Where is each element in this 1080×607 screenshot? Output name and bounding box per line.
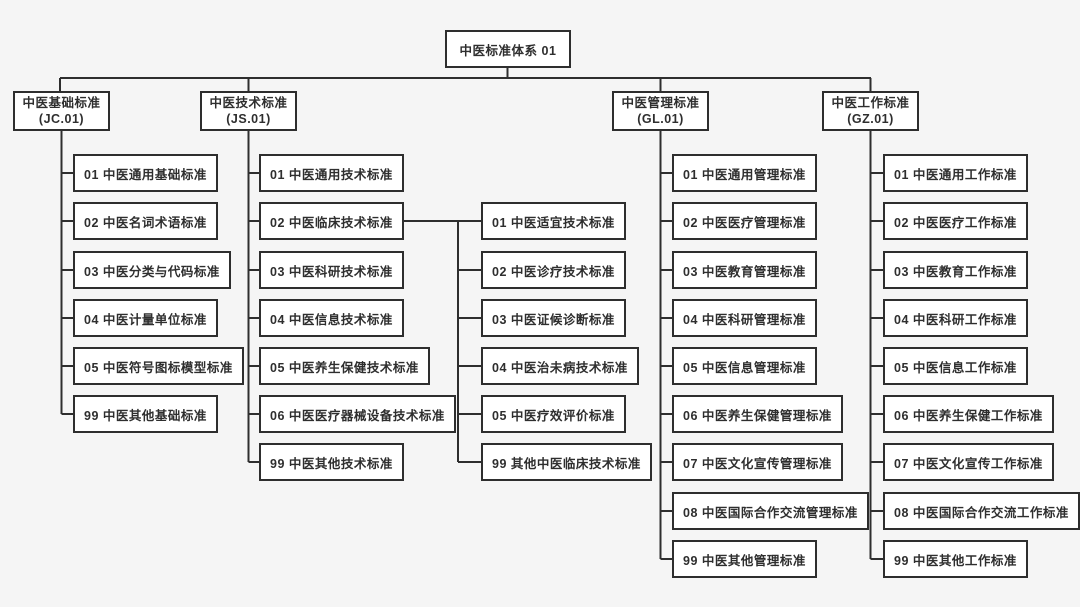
node-branch-js: 中医技术标准 (JS.01) — [200, 91, 297, 131]
node-gz-03: 03 中医教育工作标准 — [883, 251, 1028, 289]
node-jc-99: 99 中医其他基础标准 — [73, 395, 218, 433]
node-js-02: 02 中医临床技术标准 — [259, 202, 404, 240]
node-clinical-99: 99 其他中医临床技术标准 — [481, 443, 652, 481]
node-branch-jc: 中医基础标准 (JC.01) — [13, 91, 110, 131]
connector-gl-spine — [659, 129, 679, 560]
node-js-04: 04 中医信息技术标准 — [259, 299, 404, 337]
node-js-99: 99 中医其他技术标准 — [259, 443, 404, 481]
node-gz-07: 07 中医文化宣传工作标准 — [883, 443, 1054, 481]
node-jc-04: 04 中医计量单位标准 — [73, 299, 218, 337]
branch-name: 中医管理标准 — [621, 96, 700, 110]
node-gl-07: 07 中医文化宣传管理标准 — [672, 443, 843, 481]
node-gl-02: 02 中医医疗管理标准 — [672, 202, 817, 240]
branch-code: (GL.01) — [637, 112, 684, 126]
node-jc-02: 02 中医名词术语标准 — [73, 202, 218, 240]
branch-name: 中医技术标准 — [209, 96, 288, 110]
connector-gz-spine — [869, 129, 890, 560]
node-branch-gz: 中医工作标准 (GZ.01) — [822, 91, 919, 131]
node-js-06: 06 中医医疗器械设备技术标准 — [259, 395, 456, 433]
branch-name: 中医基础标准 — [22, 96, 101, 110]
node-jc-03: 03 中医分类与代码标准 — [73, 251, 231, 289]
node-clinical-04: 04 中医治未病技术标准 — [481, 347, 639, 385]
branch-name: 中医工作标准 — [831, 96, 910, 110]
node-gl-04: 04 中医科研管理标准 — [672, 299, 817, 337]
node-gz-02: 02 中医医疗工作标准 — [883, 202, 1028, 240]
node-gz-04: 04 中医科研工作标准 — [883, 299, 1028, 337]
node-jc-01: 01 中医通用基础标准 — [73, 154, 218, 192]
node-gl-05: 05 中医信息管理标准 — [672, 347, 817, 385]
node-gz-08: 08 中医国际合作交流工作标准 — [883, 492, 1080, 530]
node-jc-05: 05 中医符号图标模型标准 — [73, 347, 244, 385]
branch-code: (JS.01) — [226, 112, 271, 126]
connector-root-bus — [59, 68, 872, 92]
node-gl-99: 99 中医其他管理标准 — [672, 540, 817, 578]
branch-code: (GZ.01) — [847, 112, 894, 126]
node-clinical-01: 01 中医适宜技术标准 — [481, 202, 626, 240]
node-clinical-05: 05 中医疗效评价标准 — [481, 395, 626, 433]
node-gl-06: 06 中医养生保健管理标准 — [672, 395, 843, 433]
connector-clinical-spine — [350, 220, 488, 463]
connector-jc-spine — [60, 129, 80, 415]
node-branch-gl: 中医管理标准 (GL.01) — [612, 91, 709, 131]
node-root: 中医标准体系 01 — [445, 30, 571, 68]
node-js-05: 05 中医养生保健技术标准 — [259, 347, 430, 385]
node-js-01: 01 中医通用技术标准 — [259, 154, 404, 192]
node-clinical-03: 03 中医证候诊断标准 — [481, 299, 626, 337]
node-gl-01: 01 中医通用管理标准 — [672, 154, 817, 192]
node-gz-06: 06 中医养生保健工作标准 — [883, 395, 1054, 433]
branch-code: (JC.01) — [38, 112, 85, 126]
node-gz-05: 05 中医信息工作标准 — [883, 347, 1028, 385]
node-js-03: 03 中医科研技术标准 — [259, 251, 404, 289]
connector-js-spine — [247, 129, 266, 463]
node-gz-99: 99 中医其他工作标准 — [883, 540, 1028, 578]
node-gz-01: 01 中医通用工作标准 — [883, 154, 1028, 192]
node-gl-08: 08 中医国际合作交流管理标准 — [672, 492, 869, 530]
node-gl-03: 03 中医教育管理标准 — [672, 251, 817, 289]
node-clinical-02: 02 中医诊疗技术标准 — [481, 251, 626, 289]
